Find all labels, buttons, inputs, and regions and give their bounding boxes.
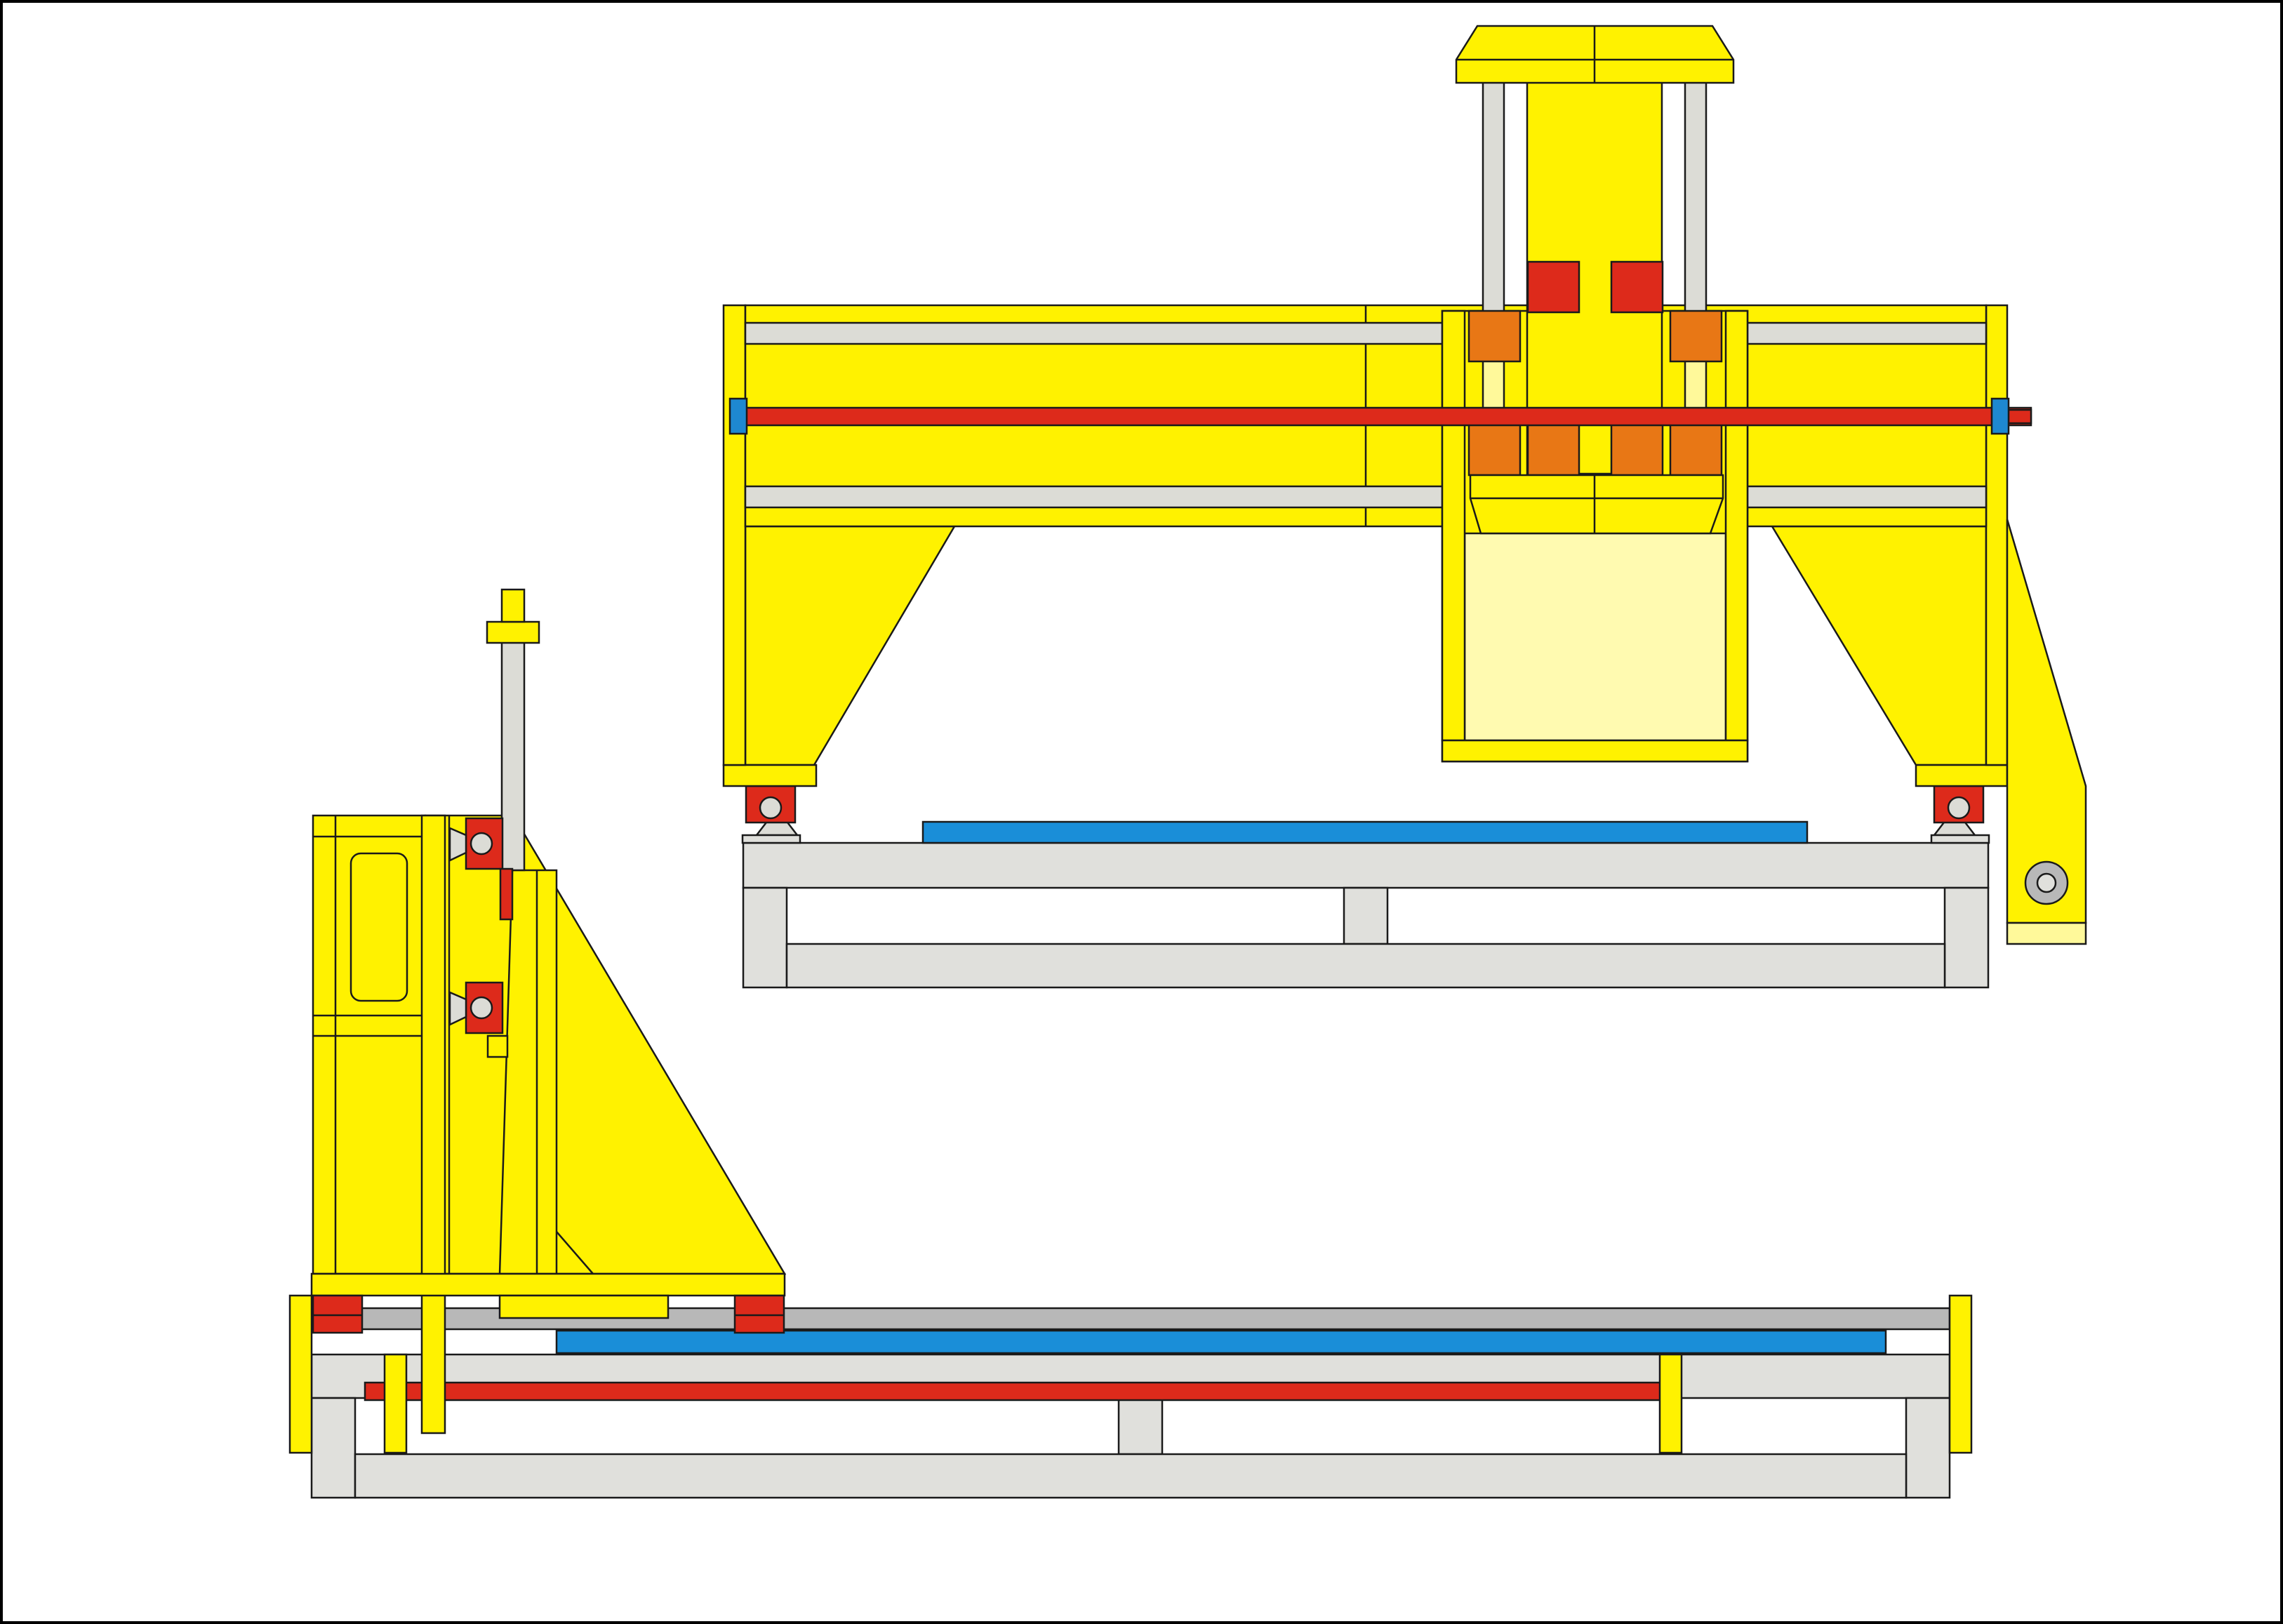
side-base-center-post [1117,1397,1164,1456]
front-z-rail-right [1684,79,1708,314]
front-left-upright [722,304,747,766]
side-lower-tab [486,1034,509,1058]
front-z-rail-left [1482,79,1505,314]
front-bearing-upper-right [1669,310,1723,363]
front-coupler-left [728,397,748,435]
front-right-wheel [1930,785,1990,844]
side-work-bed [555,1329,1887,1355]
front-bearing-lower-1 [1467,423,1522,477]
side-screw-support-right [1658,1353,1683,1454]
side-lead-screw [364,1381,1668,1402]
front-right-foot [1915,764,2009,787]
front-view [722,25,2087,989]
front-work-bed [921,820,1809,844]
side-tall-bar [420,814,446,1435]
side-base-left-leg [310,1397,357,1499]
side-upper-wheel-bracket [448,827,467,862]
front-upper-rail [744,321,1988,345]
front-crank-hub-icon [2036,872,2057,893]
front-right-upright [1985,304,2009,766]
front-bearing-lower-4 [1669,423,1723,477]
side-gantry-window [350,852,408,1002]
front-right-wheel-icon [1947,796,1971,820]
front-left-foot [722,764,818,787]
side-base-right-leg [1905,1397,1951,1499]
front-bearing-lower-2 [1526,423,1580,477]
front-z-carriage [1441,25,1749,763]
front-base-frame [742,841,1990,989]
front-base-right-leg [1943,886,1990,989]
side-screw-support-left [383,1353,408,1454]
side-z-top-block [486,620,540,644]
side-z-brace [556,1231,594,1274]
front-spindle-mount [1469,474,1724,535]
front-nut-block-left [1526,260,1580,314]
front-base-left-leg [742,886,788,989]
front-carriage-left-side [1441,310,1466,742]
side-upper-wheel-icon [470,832,493,856]
front-base-bottom-rail [785,943,1946,989]
front-carriage-bottom [1441,739,1749,763]
side-upper-nut [499,867,514,921]
front-left-wheel-icon [759,796,783,820]
front-left-wheel-base [741,834,801,844]
front-lower-rail [744,485,1988,509]
front-carriage-window [1463,532,1727,742]
side-view [288,588,1973,1499]
side-lower-wheel-icon [470,996,493,1020]
side-lower-wheel-bracket [448,991,467,1026]
front-base-center-post [1343,886,1389,945]
side-right-rail-block [733,1294,785,1334]
front-lead-screw-stub [2006,408,2032,425]
front-x-lead-screw [728,397,2032,435]
side-gantry-base-plate [310,1272,786,1297]
side-right-end-plate [1948,1294,1973,1454]
front-bearing-lower-3 [1610,423,1664,477]
front-bearing-upper-left [1467,310,1522,363]
front-left-wheel [741,785,801,844]
side-z-screw [500,635,526,872]
front-lead-screw [737,406,2032,427]
front-base-top-rail [742,841,1990,889]
front-nut-block-right [1610,260,1664,314]
front-coupler-right [1990,397,2010,435]
side-gantry-sub-plate [498,1294,670,1319]
side-left-rail-block [312,1294,364,1334]
front-crank-arm-end [2006,921,2087,945]
front-right-wheel-base [1930,834,1990,844]
side-z-top-nut [500,588,526,623]
side-base-bottom-rail [354,1453,1908,1499]
front-carriage-right-side [1724,310,1749,742]
front-gantry-frame [722,304,2087,945]
side-left-end-plate [288,1294,313,1454]
